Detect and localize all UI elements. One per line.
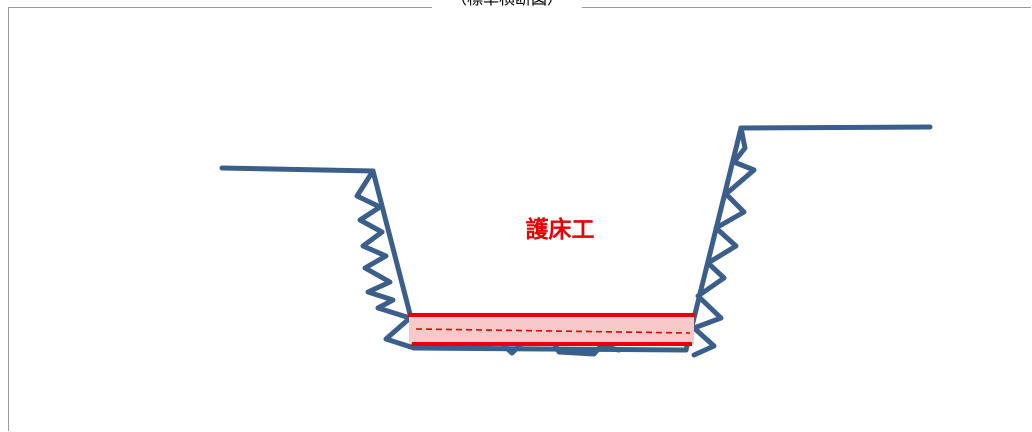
bed-protection-center-dashed-line bbox=[415, 328, 691, 334]
channel-bed-line bbox=[411, 345, 689, 353]
figure-title: （標準横断図） bbox=[432, 0, 582, 9]
left-slope-zigzag bbox=[354, 168, 417, 351]
bed-protection-label: 護床工 bbox=[525, 217, 595, 243]
left-bank-ground-line bbox=[219, 165, 376, 174]
right-slope-zigzag bbox=[691, 125, 757, 358]
right-bank-ground-line bbox=[738, 124, 933, 131]
